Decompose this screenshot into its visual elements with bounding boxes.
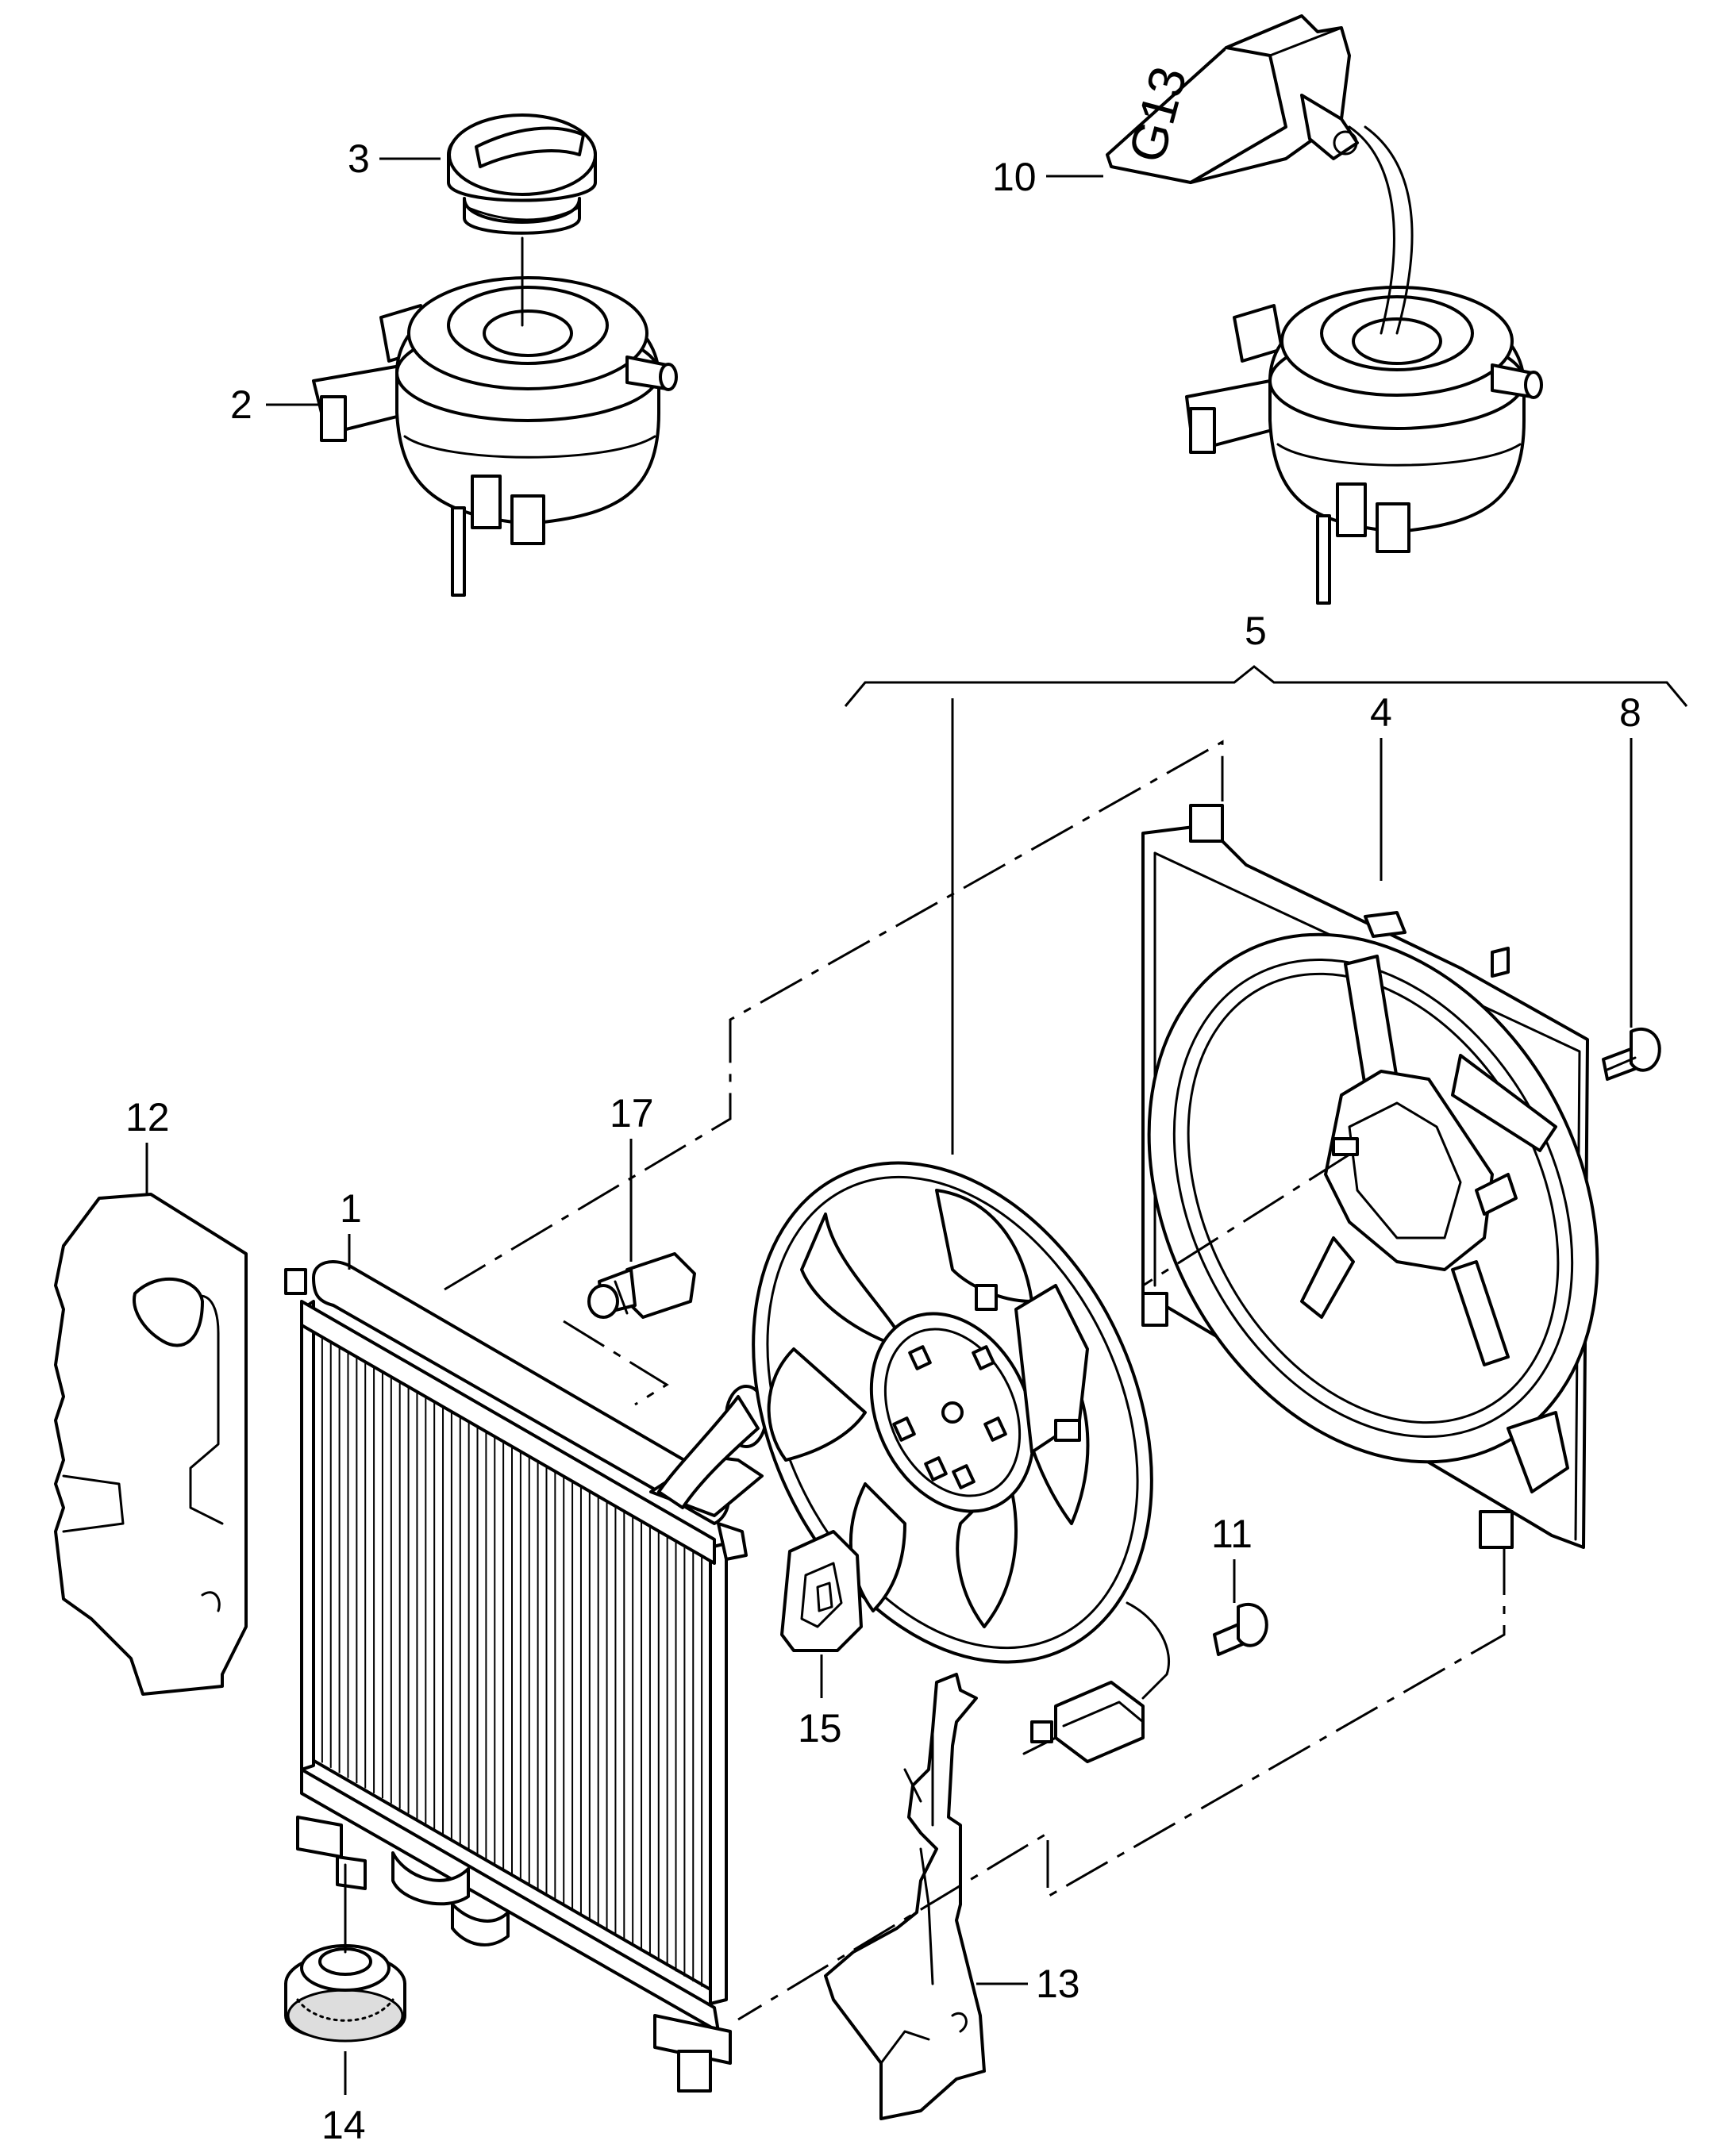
air-guide-left (54, 1193, 248, 1696)
callout-17: 17 (610, 1091, 654, 1136)
leader-lines (145, 157, 1688, 2095)
rubber-mount (284, 1863, 406, 2043)
expansion-tank-left (312, 113, 678, 597)
radiator (284, 1260, 768, 2093)
callout-8: 8 (1619, 690, 1641, 735)
air-guide-right (824, 1673, 986, 2120)
callout-3: 3 (348, 136, 370, 181)
temperature-sensor (587, 1252, 696, 1319)
callout-2: 2 (230, 382, 252, 427)
assembly-lines (444, 740, 1506, 2021)
cooling-fan (752, 1161, 1171, 1763)
bolt-8 (1602, 1027, 1661, 1081)
bolt-11 (1213, 1602, 1268, 1656)
radiator-fins (321, 1330, 703, 1987)
expansion-tank-right: G13 (1106, 14, 1543, 605)
callout-14: 14 (321, 2103, 366, 2147)
callout-15: 15 (798, 1706, 842, 1751)
retaining-clip (780, 1530, 863, 1652)
callout-1: 1 (340, 1186, 362, 1231)
callout-4: 4 (1370, 690, 1392, 735)
callout-5: 5 (1245, 609, 1267, 653)
callout-13: 13 (1036, 1962, 1080, 2006)
callout-11: 11 (1211, 1512, 1253, 1556)
callout-10: 10 (992, 155, 1037, 199)
callout-12: 12 (125, 1095, 170, 1139)
callouts: 3 2 10 5 4 8 12 17 1 11 15 13 14 (125, 136, 1641, 2147)
fan-shroud (1141, 804, 1599, 1549)
